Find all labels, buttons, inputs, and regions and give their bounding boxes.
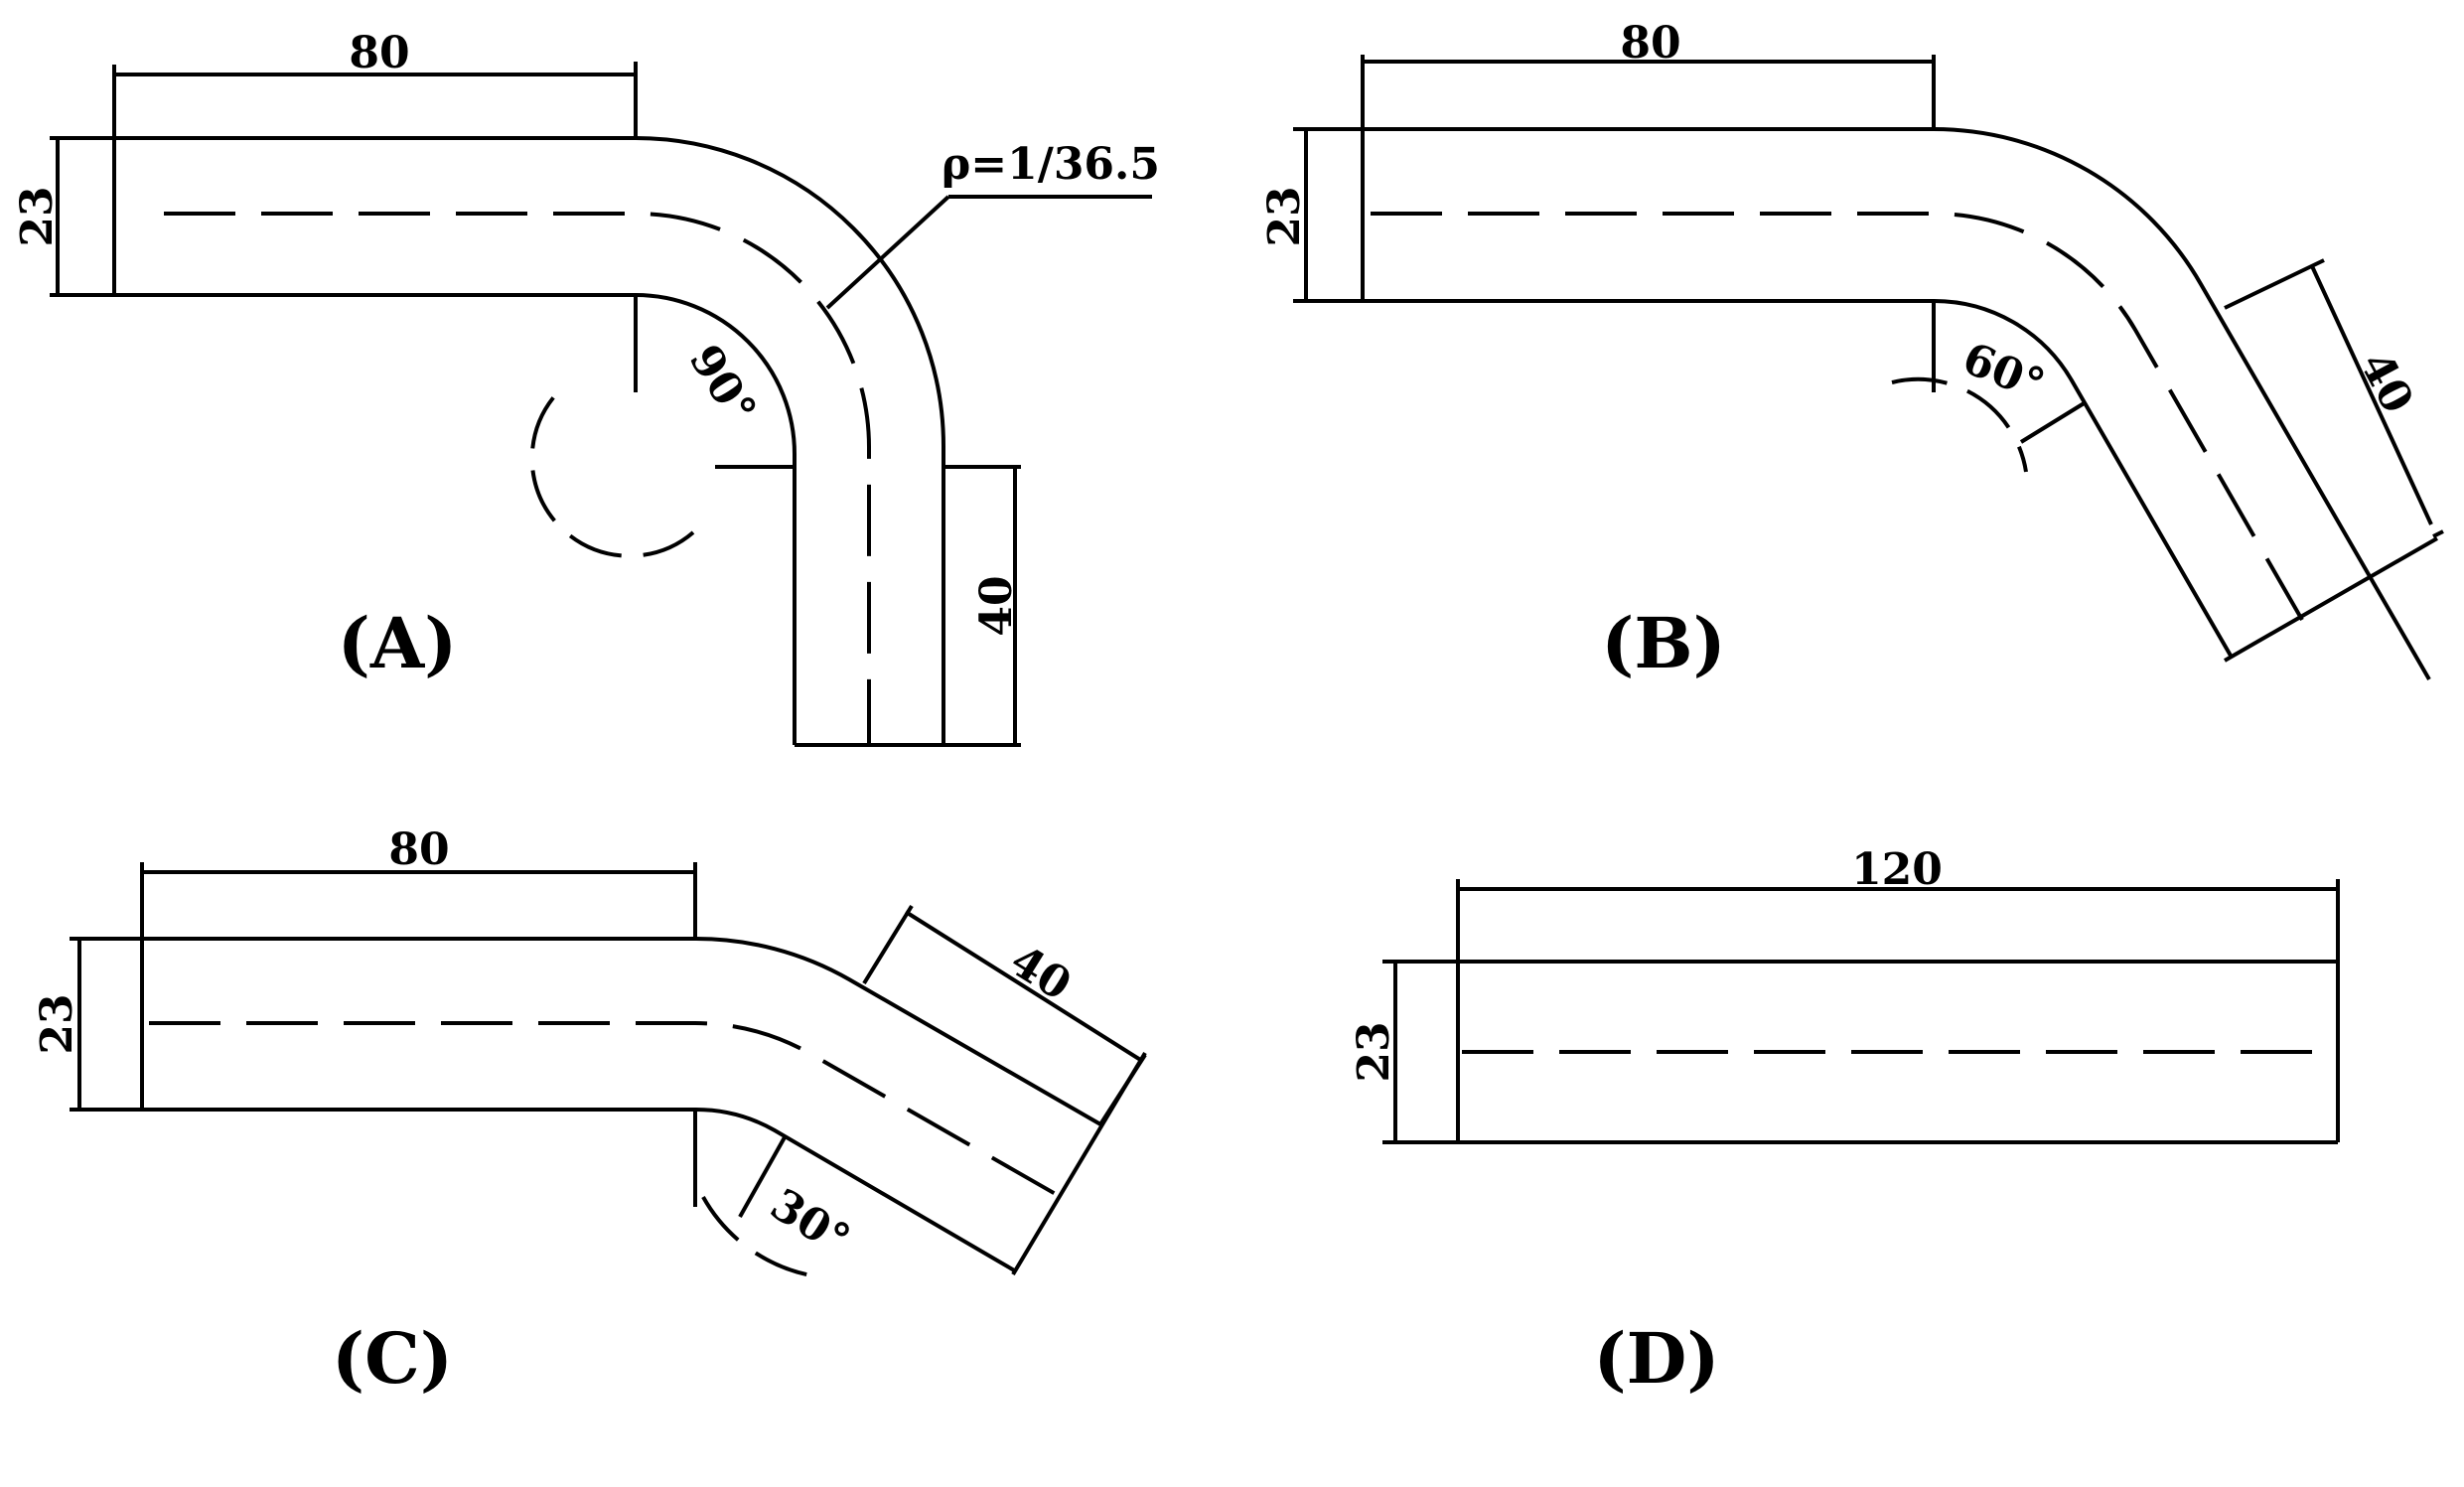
panel-c-angle-label: 30° <box>762 1179 859 1265</box>
panel-d-channel <box>1382 879 2340 1144</box>
panel-b-angle-label: 60° <box>1956 333 2051 410</box>
panel-c-dimension-80: 80 <box>140 824 697 1110</box>
panel-c-angle-30: 30° <box>693 1110 859 1278</box>
panel-a-length-label: 80 <box>349 28 409 78</box>
panel-a-angle-label: 90° <box>679 337 766 434</box>
panel-c-dimension-40: 40 <box>862 904 1147 1126</box>
panel-a-caption: (A) <box>338 602 458 684</box>
panel-b-channel <box>1293 127 2438 681</box>
panel-a: 80 23 90° 40 ρ=1/36.5 (A) <box>12 28 1160 747</box>
panel-d-length-label: 120 <box>1851 844 1943 895</box>
panel-c-width-label: 23 <box>32 993 82 1054</box>
panel-b-outlet-length-label: 40 <box>2350 344 2423 421</box>
panel-b-dimension-23: 23 <box>1259 129 1310 301</box>
panel-d-width-label: 23 <box>1349 1021 1399 1082</box>
panel-a-outlet-length-label: 40 <box>971 575 1022 636</box>
panel-a-dimension-80: 80 <box>112 28 638 295</box>
panel-b-caption: (B) <box>1601 602 1725 684</box>
panel-b-dimension-80: 80 <box>1361 18 1936 301</box>
panel-c-dimension-23: 23 <box>32 939 82 1110</box>
panel-a-dimension-23: 23 <box>12 138 63 295</box>
panel-c-caption: (C) <box>332 1317 453 1400</box>
panel-a-angle-90: 90° <box>529 295 795 558</box>
panel-c-outlet-length-label: 40 <box>1001 936 1080 1011</box>
panel-a-radius-label: ρ=1/36.5 <box>942 139 1160 190</box>
panel-d: 120 23 (D) <box>1349 844 2340 1400</box>
panel-c-length-label: 80 <box>388 824 449 875</box>
panel-b-angle-60: 60° <box>1891 301 2088 473</box>
panel-a-radius-callout: ρ=1/36.5 <box>825 139 1160 310</box>
panel-b-dimension-40: 40 <box>2224 258 2444 538</box>
panel-b-length-label: 80 <box>1620 18 1680 69</box>
panel-d-dimension-23: 23 <box>1349 962 1399 1142</box>
panel-a-width-label: 23 <box>12 186 63 246</box>
panel-c-channel <box>70 936 1147 1276</box>
panel-d-caption: (D) <box>1594 1317 1720 1400</box>
panel-b-width-label: 23 <box>1259 186 1310 246</box>
panel-d-dimension-120: 120 <box>1456 844 2338 1142</box>
panel-c: 80 23 30° 40 (C) <box>32 824 1147 1400</box>
panel-a-dimension-40: 40 <box>943 465 1022 745</box>
panel-a-channel <box>50 136 1021 747</box>
panel-b: 80 23 60° 40 (B) <box>1259 18 2444 684</box>
